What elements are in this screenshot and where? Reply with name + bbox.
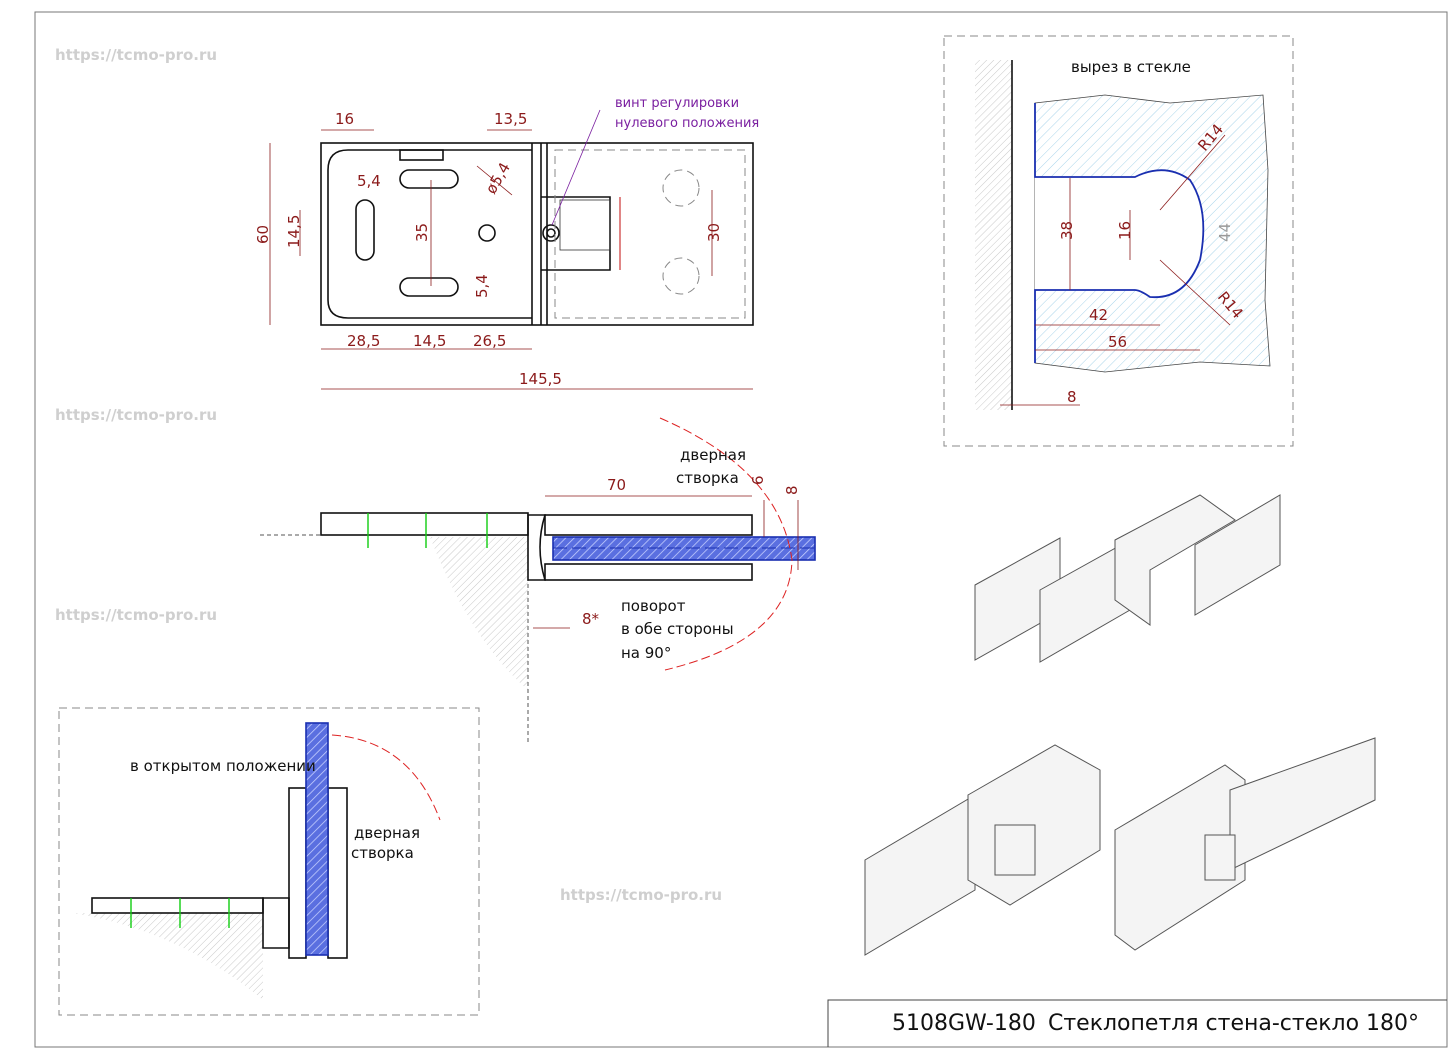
cutout-title: вырез в стекле: [1071, 58, 1191, 76]
dim-26-5: 26,5: [473, 332, 506, 350]
watermark-text: https://tcmo-pro.ru: [55, 406, 217, 424]
dim-28-5: 28,5: [347, 332, 380, 350]
door-leaf-label-line1: дверная: [680, 446, 746, 464]
product-code: 5108GW-180: [892, 1011, 1036, 1036]
door-leaf-label-line2: створка: [676, 469, 739, 487]
sheet-border: [34, 11, 1448, 1048]
dim-5-4-slot: 5,4: [357, 172, 381, 190]
hinge-3d-render-front: [864, 744, 1101, 956]
dim-30: 30: [705, 223, 723, 242]
dim-145-5: 145,5: [519, 370, 562, 388]
product-name: Стеклопетля стена-стекло 180°: [1048, 1011, 1419, 1036]
open-position-view: в открытом положении дверная створка: [58, 707, 480, 1016]
dim-38: 38: [1058, 221, 1076, 240]
dim-8-glass: 8: [783, 485, 801, 495]
dim-diameter-5-4: ø5,4: [482, 159, 514, 197]
dim-70: 70: [607, 476, 626, 494]
open-door-label-line2: створка: [351, 844, 414, 862]
dim-60: 60: [254, 225, 272, 244]
dim-6: 6: [749, 475, 767, 485]
hinge-3d-exploded-render: [974, 494, 1281, 663]
dim-35: 35: [413, 223, 431, 242]
dim-16: 16: [335, 110, 354, 128]
dim-56: 56: [1108, 333, 1127, 351]
top-view: 16 13,5 60 14,5 5,4 35 ø5,4 5,4 30 28,5 …: [254, 96, 759, 390]
dim-42: 42: [1089, 306, 1108, 324]
watermark-text: https://tcmo-pro.ru: [55, 46, 217, 64]
dim-44: 44: [1216, 223, 1234, 242]
dim-8-cutout: 8: [1067, 388, 1077, 406]
glass-cutout-view: вырез в стекле R14 38 16 44 R14 42 56 8: [943, 35, 1294, 447]
dim-14-5-vertical: 14,5: [285, 215, 303, 248]
adjust-screw-note-line1: винт регулировки: [615, 96, 739, 111]
watermark-text: https://tcmo-pro.ru: [560, 886, 722, 904]
title-block: 5108GW-180 Стеклопетля стена-стекло 180°: [827, 999, 1447, 1047]
hinge-3d-render-back: [1114, 737, 1376, 951]
dim-14-5-horizontal: 14,5: [413, 332, 446, 350]
watermark-text: https://tcmo-pro.ru: [55, 606, 217, 624]
dim-5-4-offset: 5,4: [473, 274, 491, 298]
dim-8-star: 8*: [582, 610, 600, 628]
watermark-layer: https://tcmo-pro.ru https://tcmo-pro.ru ht…: [55, 46, 722, 904]
rotation-label-line1: поворот: [621, 597, 686, 615]
open-position-label: в открытом положении: [130, 757, 316, 775]
side-view: дверная створка 70 6 8 8* поворот в обе …: [260, 417, 816, 745]
adjust-screw-note-line2: нулевого положения: [615, 116, 759, 131]
open-door-label-line1: дверная: [354, 824, 420, 842]
rotation-label-line3: на 90°: [621, 644, 671, 662]
dim-13-5: 13,5: [494, 110, 527, 128]
dim-16-cutout: 16: [1116, 221, 1134, 240]
rotation-label-line2: в обе стороны: [621, 620, 734, 638]
